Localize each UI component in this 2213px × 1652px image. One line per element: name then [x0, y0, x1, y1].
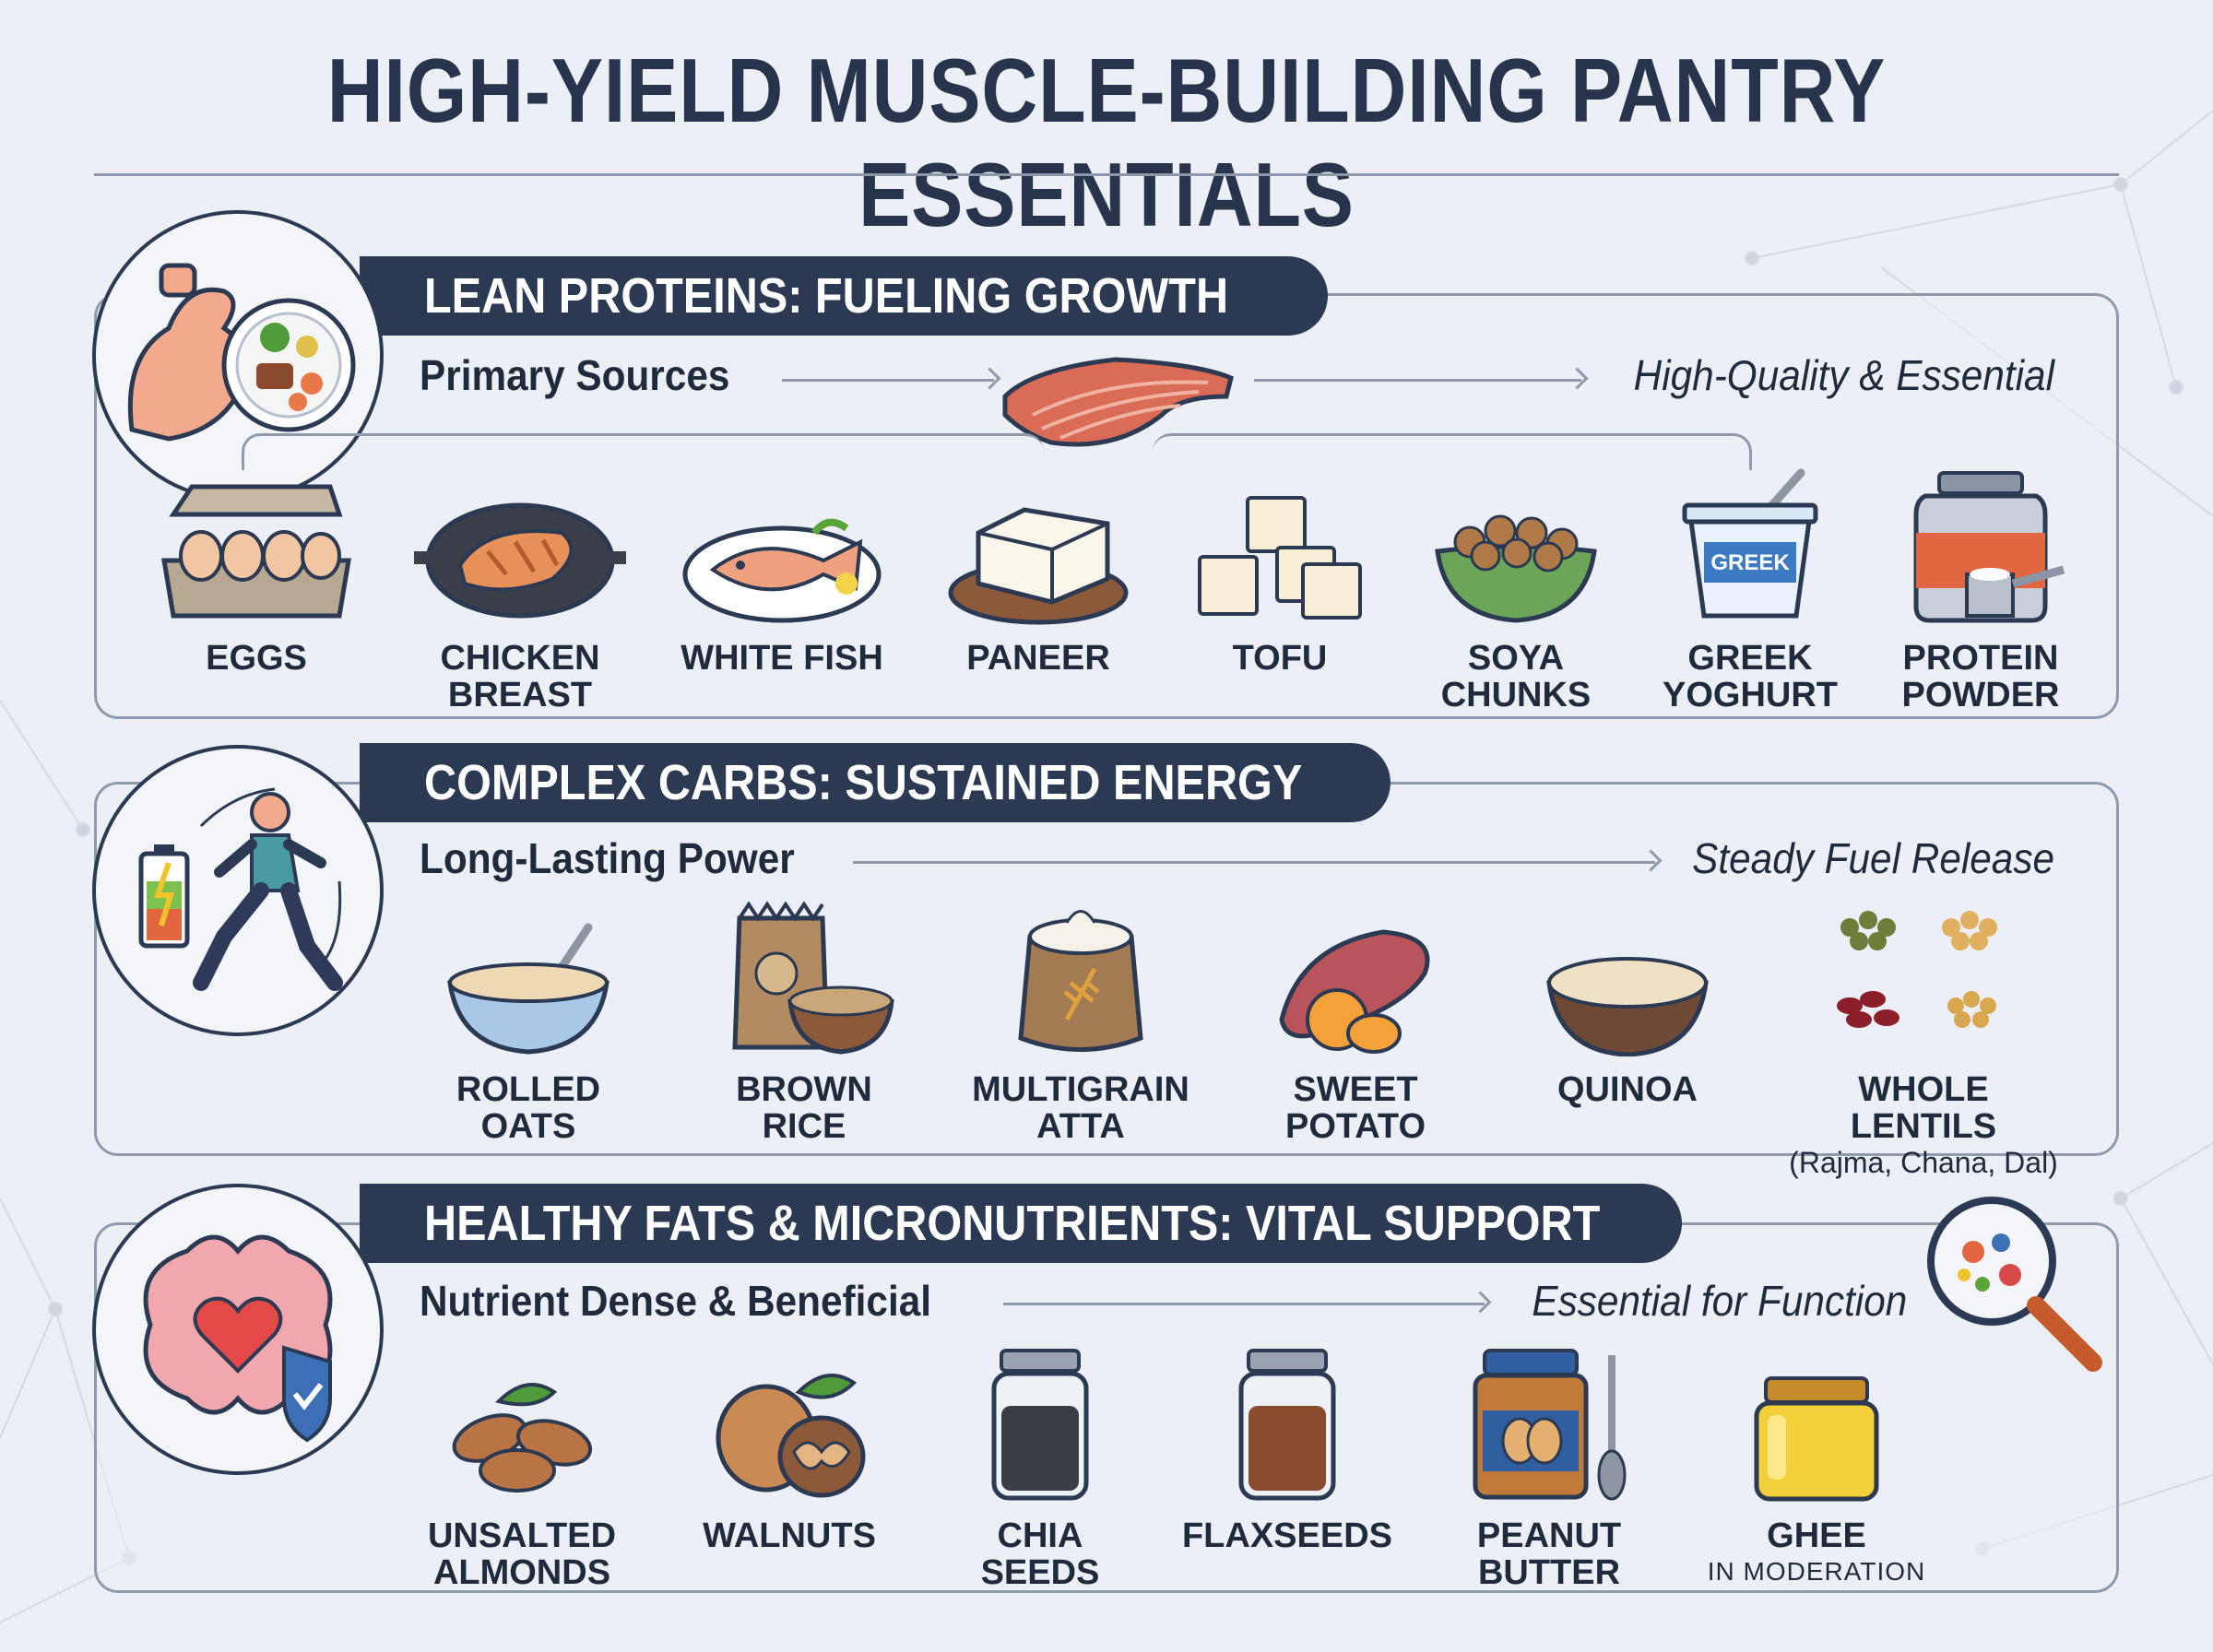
protein-item-paneer: PANEER	[928, 468, 1149, 677]
carb-item-rolled-oats: ROLLED OATS	[418, 900, 639, 1145]
protein-item-label: EGGS	[206, 639, 307, 678]
carbs-tagline-arrow	[853, 861, 1655, 864]
proteins-connector-right	[1153, 433, 1752, 470]
brain-heart-shield-icon	[143, 1234, 333, 1443]
quinoa-bowl-icon	[1546, 957, 1709, 1056]
carbs-heading: COMPLEX CARBS: SUSTAINED ENERGY	[424, 755, 1303, 810]
magnifier-icon	[1927, 1197, 2102, 1372]
fat-item-label: PEANUT BUTTER	[1476, 1516, 1622, 1592]
proteins-badge	[92, 210, 384, 502]
carb-item-label: BROWN RICE	[736, 1070, 872, 1146]
flexed-arm-plate-icon	[127, 263, 356, 442]
fat-item-label: WALNUTS	[703, 1516, 876, 1555]
yoghurt-cup-icon: GREEK	[1682, 468, 1818, 619]
protein-item-eggs: EGGS	[146, 468, 367, 677]
carb-item-label: ROLLED OATS	[456, 1070, 601, 1146]
fats-tagline: Essential for Function	[1532, 1277, 1907, 1325]
rice-bag-icon	[732, 901, 894, 1055]
protein-item-label: WHITE FISH	[680, 639, 883, 678]
carb-item-whole-lentils: WHOLE LENTILS (Rajma, Chana, Dal)	[1785, 900, 2062, 1178]
flour-sack-icon	[1018, 910, 1143, 1052]
fish-plate-icon	[682, 518, 882, 623]
protein-item-protein-powder: PROTEIN POWDER	[1870, 468, 2091, 714]
fat-item-peanut-butter: PEANUT BUTTER	[1438, 1346, 1660, 1591]
walnuts-icon	[716, 1374, 866, 1498]
page-title: HIGH-YIELD MUSCLE-BUILDING PANTRY ESSENT…	[326, 40, 1887, 245]
fats-banner: HEALTHY FATS & MICRONUTRIENTS: VITAL SUP…	[360, 1184, 1682, 1263]
carb-item-multigrain-atta: MULTIGRAIN ATTA	[970, 900, 1191, 1145]
paneer-block-icon	[948, 507, 1129, 625]
carb-item-sweet-potato: SWEET POTATO	[1245, 900, 1466, 1145]
carbs-banner: COMPLEX CARBS: SUSTAINED ENERGY	[360, 743, 1391, 822]
fat-item-label: UNSALTED ALMONDS	[427, 1516, 617, 1592]
carb-item-label: MULTIGRAIN ATTA	[972, 1070, 1189, 1146]
protein-item-label: PANEER	[966, 639, 1110, 678]
oats-bowl-icon	[447, 923, 609, 1055]
protein-item-soya-chunks: SOYA CHUNKS	[1405, 468, 1627, 714]
protein-item-tofu: TOFU	[1169, 468, 1391, 677]
muscle-fiber-icon	[1002, 357, 1234, 447]
chia-jar-icon	[991, 1349, 1089, 1501]
protein-item-label: GREEK YOGHURT	[1663, 639, 1838, 714]
ghee-jar-icon	[1754, 1376, 1879, 1502]
proteins-banner: LEAN PROTEINS: FUELING GROWTH	[360, 256, 1328, 336]
carbs-subhead: Long-Lasting Power	[420, 834, 795, 882]
proteins-connector-left	[242, 433, 1044, 470]
chicken-breast-pan-icon	[414, 502, 626, 619]
fats-badge	[92, 1184, 384, 1475]
peanut-butter-jar-icon	[1473, 1349, 1627, 1501]
fat-item-note: IN MODERATION	[1707, 1557, 1926, 1586]
fat-item-unsalted-almonds: UNSALTED ALMONDS	[411, 1346, 633, 1591]
fats-heading: HEALTHY FATS & MICRONUTRIENTS: VITAL SUP…	[424, 1196, 1601, 1251]
sweet-potato-icon	[1279, 929, 1430, 1054]
carbs-tagline: Steady Fuel Release	[1692, 834, 2054, 882]
fat-item-label: CHIA SEEDS	[980, 1516, 1100, 1592]
carbs-badge	[92, 745, 384, 1036]
title-divider	[94, 173, 2119, 176]
fats-tagline-arrow	[1003, 1303, 1485, 1305]
protein-item-greek-yoghurt: GREEK GREEK YOGHURT	[1639, 468, 1861, 714]
fat-item-walnuts: WALNUTS	[679, 1346, 900, 1554]
fat-item-label: FLAXSEEDS	[1181, 1516, 1393, 1555]
carb-item-label: QUINOA	[1557, 1070, 1698, 1109]
fat-item-label: GHEE	[1767, 1516, 1866, 1555]
carb-item-label: WHOLE LENTILS	[1850, 1070, 1997, 1146]
tofu-cubes-icon	[1198, 496, 1362, 620]
fat-item-chia-seeds: CHIA SEEDS	[929, 1346, 1151, 1591]
carb-item-quinoa: QUINOA	[1517, 900, 1738, 1108]
carb-item-note: (Rajma, Chana, Dal)	[1789, 1146, 2058, 1179]
protein-item-label: SOYA CHUNKS	[1440, 639, 1592, 714]
protein-item-label: TOFU	[1232, 639, 1328, 678]
protein-item-label: CHICKEN BREAST	[440, 639, 600, 714]
carb-item-label: SWEET POTATO	[1285, 1070, 1426, 1146]
fat-item-ghee: GHEE IN MODERATION	[1706, 1346, 1927, 1587]
egg-carton-icon	[161, 484, 351, 619]
proteins-heading: LEAN PROTEINS: FUELING GROWTH	[424, 268, 1229, 324]
protein-tub-icon	[1913, 471, 2065, 623]
proteins-tagline-arrow	[1254, 379, 1581, 382]
carb-item-brown-rice: BROWN RICE	[693, 900, 915, 1145]
proteins-subhead-line	[782, 379, 994, 382]
flax-jar-icon	[1238, 1349, 1336, 1501]
proteins-subhead: Primary Sources	[420, 351, 730, 399]
fat-item-flaxseeds: FLAXSEEDS	[1177, 1346, 1398, 1554]
protein-item-white-fish: WHITE FISH	[671, 468, 893, 677]
lentils-icon	[1837, 911, 1997, 1028]
soya-bowl-icon	[1435, 514, 1597, 623]
protein-item-label: PROTEIN POWDER	[1901, 639, 2060, 714]
fats-subhead: Nutrient Dense & Beneficial	[420, 1277, 932, 1325]
runner-battery-icon	[138, 787, 343, 991]
yoghurt-cup-text: GREEK	[1710, 550, 1790, 575]
almonds-icon	[452, 1383, 593, 1493]
proteins-tagline: High-Quality & Essential	[1633, 351, 2054, 399]
protein-item-chicken-breast: CHICKEN BREAST	[409, 468, 631, 714]
